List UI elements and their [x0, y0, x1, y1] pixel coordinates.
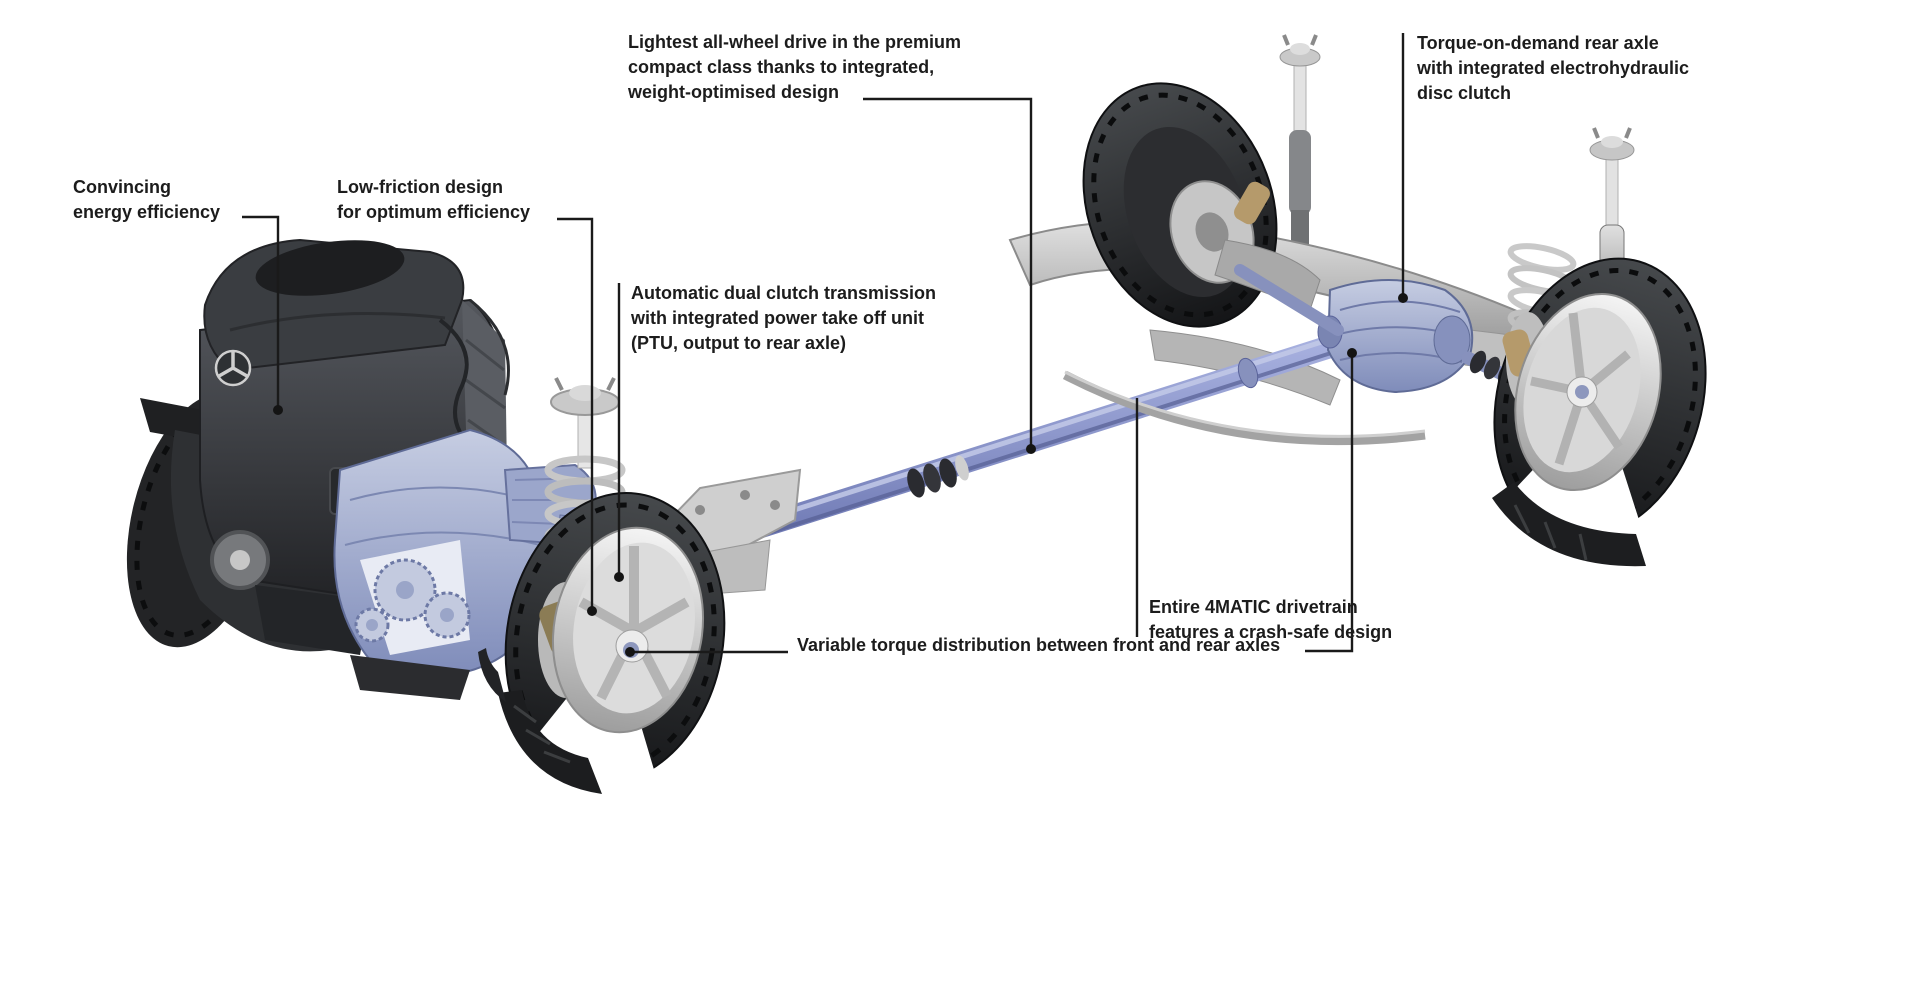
callout-line: Low-friction design — [337, 177, 503, 197]
rear-sway-bar-highlight — [1064, 370, 1426, 438]
tread-segment-front — [478, 648, 602, 794]
rear-sway-bar — [1062, 370, 1426, 446]
rear-left-wheel — [1082, 82, 1321, 328]
rear-right-wheel — [1492, 257, 1707, 567]
leader-low-friction — [557, 217, 594, 611]
callout-line: disc clutch — [1417, 83, 1512, 103]
mercedes-star-icon — [214, 349, 252, 387]
rear-brake-caliper — [1234, 181, 1270, 225]
callout-line: Torque-on-demand rear axle — [1417, 33, 1659, 53]
dot-torque-on-demand — [1398, 293, 1408, 303]
gear-set — [354, 558, 471, 643]
leader-torque-distribution-right — [1305, 355, 1354, 653]
transmission — [333, 428, 547, 700]
rear-left-strut — [1279, 34, 1321, 250]
leader-energy-efficiency — [242, 215, 280, 410]
dot-torque-distribution-rear — [1347, 348, 1357, 358]
callout-line: Entire 4MATIC drivetrain — [1149, 597, 1358, 617]
callout-low-friction: Low-friction design for optimum efficien… — [337, 175, 530, 225]
callout-crash-safe: Entire 4MATIC drivetrain features a cras… — [1149, 595, 1392, 645]
dot-lightest-awd — [1026, 444, 1036, 454]
dot-low-friction — [587, 606, 597, 616]
callout-line: weight-optimised design — [628, 82, 840, 102]
dot-torque-distribution-front — [625, 647, 635, 657]
callout-lightest-awd: Lightest all-wheel drive in the premium … — [628, 30, 961, 105]
callout-line: compact class thanks to integrated, — [628, 57, 935, 77]
callout-line: (PTU, output to rear axle) — [631, 333, 847, 353]
callout-line: with integrated electrohydraulic — [1417, 58, 1690, 78]
callout-torque-on-demand: Torque-on-demand rear axle with integrat… — [1417, 31, 1689, 106]
callout-energy-efficiency: Convincing energy efficiency — [73, 175, 220, 225]
cv-joint-boot — [907, 455, 969, 498]
callout-line: Variable torque distribution between fro… — [797, 635, 1281, 655]
leader-lightest-awd — [863, 97, 1033, 449]
leader-lines — [242, 33, 1405, 654]
callout-line: with integrated power take off unit — [631, 308, 925, 328]
engine — [170, 238, 510, 655]
callout-line: Automatic dual clutch transmission — [631, 283, 937, 303]
callout-line: energy efficiency — [73, 202, 221, 222]
callout-dual-clutch: Automatic dual clutch transmission with … — [631, 281, 936, 356]
callout-line: for optimum efficiency — [337, 202, 531, 222]
callout-line: Lightest all-wheel drive in the premium — [628, 32, 962, 52]
callout-line: Convincing — [73, 177, 171, 197]
dot-energy-efficiency — [273, 405, 283, 415]
dot-dual-clutch — [614, 572, 624, 582]
callout-torque-distribution: Variable torque distribution between fro… — [797, 633, 1280, 658]
callout-line: features a crash-safe design — [1149, 622, 1393, 642]
tread-segment-rear — [1492, 482, 1646, 567]
leader-dots — [273, 293, 1408, 657]
rear-differential — [1317, 279, 1474, 394]
